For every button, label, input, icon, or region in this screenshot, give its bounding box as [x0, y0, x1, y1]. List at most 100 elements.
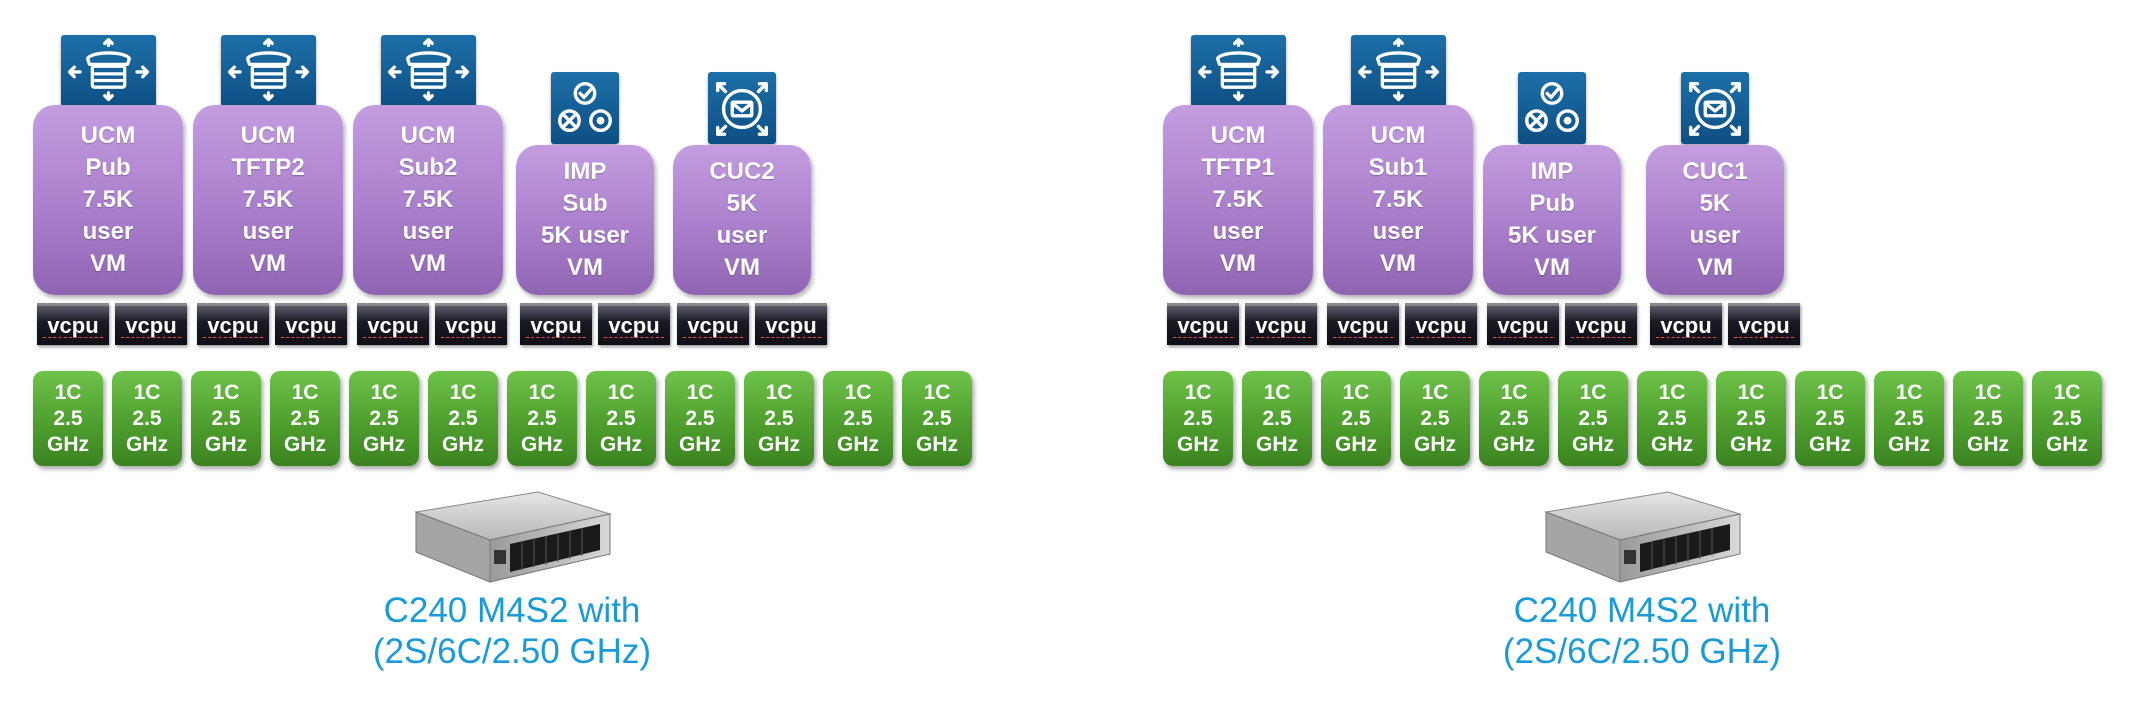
cpu-core-line: 1C — [370, 380, 398, 404]
server-caption-line: (2S/6C/2.50 GHz) — [1502, 632, 1782, 671]
cpu-core-line: 1C — [1658, 380, 1686, 404]
cpu-core-line: GHz — [284, 432, 326, 456]
cpu-core-line: GHz — [1730, 432, 1772, 456]
imp-presence-icon — [1518, 72, 1586, 144]
cpu-core-line: 1C — [212, 380, 240, 404]
vcpu-chip: vcpu — [197, 303, 269, 345]
cpu-core-line: GHz — [1888, 432, 1930, 456]
vm-label-line: Pub — [1529, 190, 1575, 217]
cpu-core-line: 1C — [1895, 380, 1923, 404]
cpu-core-line: 1C — [1263, 380, 1291, 404]
cpu-core-line: 2.5 — [2052, 406, 2082, 430]
cuc-voicemail-icon — [708, 72, 776, 144]
cpu-core-line: GHz — [1809, 432, 1851, 456]
vm-label-line: VM — [90, 250, 126, 277]
cpu-core-line: 1C — [54, 380, 82, 404]
cpu-core-line: 2.5 — [843, 406, 873, 430]
vcpu-chip: vcpu — [357, 303, 429, 345]
cpu-core-line: GHz — [1572, 432, 1614, 456]
vcpu-chip: vcpu — [1565, 303, 1637, 345]
vm-label-line: user — [716, 222, 768, 249]
vm-label-line: VM — [410, 250, 446, 277]
cpu-core-line: 2.5 — [1341, 406, 1371, 430]
vm-label-line: UCM — [240, 122, 296, 149]
cpu-core-line: GHz — [442, 432, 484, 456]
cpu-core-line: 1C — [1816, 380, 1844, 404]
vm-label-line: user — [1372, 218, 1424, 245]
ucm-phone-icon — [380, 35, 476, 107]
cpu-core-line: GHz — [363, 432, 405, 456]
vcpu-chip: vcpu — [1650, 303, 1722, 345]
vcpu-chip: vcpu — [435, 303, 507, 345]
vm-label-line: UCM — [80, 122, 136, 149]
vm-label-line: user — [1212, 218, 1264, 245]
server-caption: C240 M4S2 with(2S/6C/2.50 GHz) — [262, 590, 762, 672]
vm-label-line: IMP — [1530, 158, 1574, 185]
vm-label-line: user — [242, 218, 294, 245]
vm-label-line: 5K — [1699, 190, 1731, 217]
cpu-core-line: 1C — [2053, 380, 2081, 404]
cpu-core-line: 2.5 — [132, 406, 162, 430]
server-caption-line: (2S/6C/2.50 GHz) — [372, 632, 652, 671]
vm-label-line: 7.5K — [1212, 186, 1264, 213]
vm-label-line: 7.5K — [82, 186, 134, 213]
rack-server-image — [1540, 488, 1745, 586]
vm-label-line: Sub2 — [398, 154, 458, 181]
cpu-core-line: 2.5 — [1183, 406, 1213, 430]
rack-server-image — [410, 488, 615, 586]
vm-label-line: 5K user — [540, 222, 630, 249]
cpu-core-line: 2.5 — [1262, 406, 1292, 430]
vm-label-line: 7.5K — [402, 186, 454, 213]
vm-label-line: 5K — [726, 190, 758, 217]
cpu-core-line: 1C — [1184, 380, 1212, 404]
vm-label-line: 5K user — [1507, 222, 1597, 249]
vm-label-line: UCM — [1210, 122, 1266, 149]
cpu-core-line: 2.5 — [1973, 406, 2003, 430]
imp-presence-icon — [551, 72, 619, 144]
vm-label-line: CUC2 — [709, 158, 775, 185]
cpu-core-line: GHz — [126, 432, 168, 456]
vm-label-line: user — [1689, 222, 1741, 249]
cpu-core-line: 2.5 — [1657, 406, 1687, 430]
cpu-core-line: GHz — [1967, 432, 2009, 456]
vm-label-line: IMP — [563, 158, 607, 185]
vm-label-line: VM — [250, 250, 286, 277]
cpu-core-line: GHz — [1414, 432, 1456, 456]
cpu-core-line: 2.5 — [211, 406, 241, 430]
vcpu-chip: vcpu — [755, 303, 827, 345]
vm-label-line: user — [402, 218, 454, 245]
ucm-phone-icon — [220, 35, 316, 107]
cpu-core-line: 1C — [133, 380, 161, 404]
cpu-core-line: GHz — [521, 432, 563, 456]
vm-label-line: TFTP1 — [1201, 154, 1275, 181]
cpu-core-line: 1C — [291, 380, 319, 404]
cpu-core-line: GHz — [837, 432, 879, 456]
cpu-core-line: 2.5 — [527, 406, 557, 430]
vcpu-chip: vcpu — [1245, 303, 1317, 345]
vm-label-line: VM — [1380, 250, 1416, 277]
cuc-voicemail-icon — [1681, 72, 1749, 144]
cpu-core-line: GHz — [1177, 432, 1219, 456]
cpu-core-line: 2.5 — [1578, 406, 1608, 430]
cpu-core-line: GHz — [1335, 432, 1377, 456]
vcpu-chip: vcpu — [677, 303, 749, 345]
cpu-core-line: GHz — [2046, 432, 2088, 456]
server-caption: C240 M4S2 with(2S/6C/2.50 GHz) — [1392, 590, 1892, 672]
